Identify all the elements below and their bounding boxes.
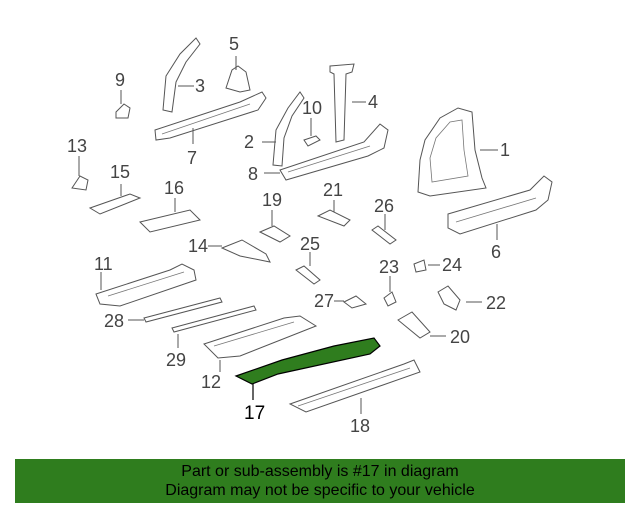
part-24[interactable] — [413, 259, 440, 273]
part-29[interactable] — [171, 305, 257, 348]
part-22[interactable] — [437, 285, 482, 311]
callout-22: 22 — [486, 293, 506, 313]
part-9[interactable] — [115, 90, 131, 119]
callout-27: 27 — [314, 291, 334, 311]
callout-10: 10 — [302, 98, 322, 118]
part-1[interactable] — [417, 107, 498, 197]
callout-11: 11 — [94, 254, 113, 274]
callout-12: 12 — [201, 372, 221, 392]
part-18[interactable] — [288, 359, 421, 414]
part-13[interactable] — [71, 156, 89, 191]
banner-line-2: Diagram may not be specific to your vehi… — [165, 482, 475, 499]
part-27[interactable] — [334, 295, 368, 309]
part-4[interactable] — [329, 63, 366, 143]
callout-14: 14 — [188, 236, 208, 256]
callout-29: 29 — [166, 350, 186, 370]
part-12[interactable] — [203, 315, 318, 372]
part-21[interactable] — [316, 200, 351, 227]
parts-diagram: 1 2 3 4 5 6 7 8 — [67, 34, 553, 436]
callout-9: 9 — [115, 70, 125, 90]
part-7[interactable] — [154, 91, 267, 144]
callout-2: 2 — [244, 132, 254, 152]
callout-17: 17 — [244, 403, 265, 424]
callout-23: 23 — [379, 257, 399, 277]
part-25[interactable] — [295, 252, 321, 285]
part-23[interactable] — [383, 276, 397, 307]
part-20[interactable] — [397, 311, 446, 339]
part-17[interactable] — [234, 337, 381, 400]
callout-8: 8 — [248, 164, 258, 184]
part-3[interactable] — [162, 37, 201, 113]
info-banner: Part or sub-assembly is #17 in diagram D… — [15, 459, 625, 503]
callout-5: 5 — [229, 34, 239, 54]
callout-1: 1 — [500, 140, 510, 160]
callout-24: 24 — [442, 255, 462, 275]
callout-13: 13 — [67, 136, 87, 156]
callout-26: 26 — [374, 196, 394, 216]
part-6[interactable] — [447, 175, 553, 240]
part-10[interactable] — [303, 118, 321, 147]
part-5[interactable] — [225, 56, 251, 93]
callout-4: 4 — [368, 92, 378, 112]
part-2[interactable] — [262, 91, 305, 167]
callout-28: 28 — [104, 311, 124, 331]
callout-20: 20 — [450, 327, 470, 347]
part-15[interactable] — [88, 184, 142, 215]
part-8[interactable] — [264, 123, 389, 181]
part-26[interactable] — [371, 214, 397, 245]
callout-3: 3 — [195, 76, 205, 96]
callout-15: 15 — [110, 162, 130, 182]
callout-7: 7 — [187, 148, 197, 168]
callout-25: 25 — [300, 234, 320, 254]
callout-21: 21 — [323, 180, 343, 200]
part-19[interactable] — [258, 210, 291, 243]
callout-18: 18 — [350, 416, 370, 436]
callout-19: 19 — [262, 190, 282, 210]
callout-16: 16 — [164, 178, 184, 198]
callout-6: 6 — [491, 242, 501, 262]
part-11[interactable] — [95, 263, 197, 307]
part-16[interactable] — [139, 198, 201, 233]
banner-line-1: Part or sub-assembly is #17 in diagram — [181, 463, 459, 480]
part-28[interactable] — [128, 297, 223, 323]
part-14[interactable] — [208, 239, 271, 263]
